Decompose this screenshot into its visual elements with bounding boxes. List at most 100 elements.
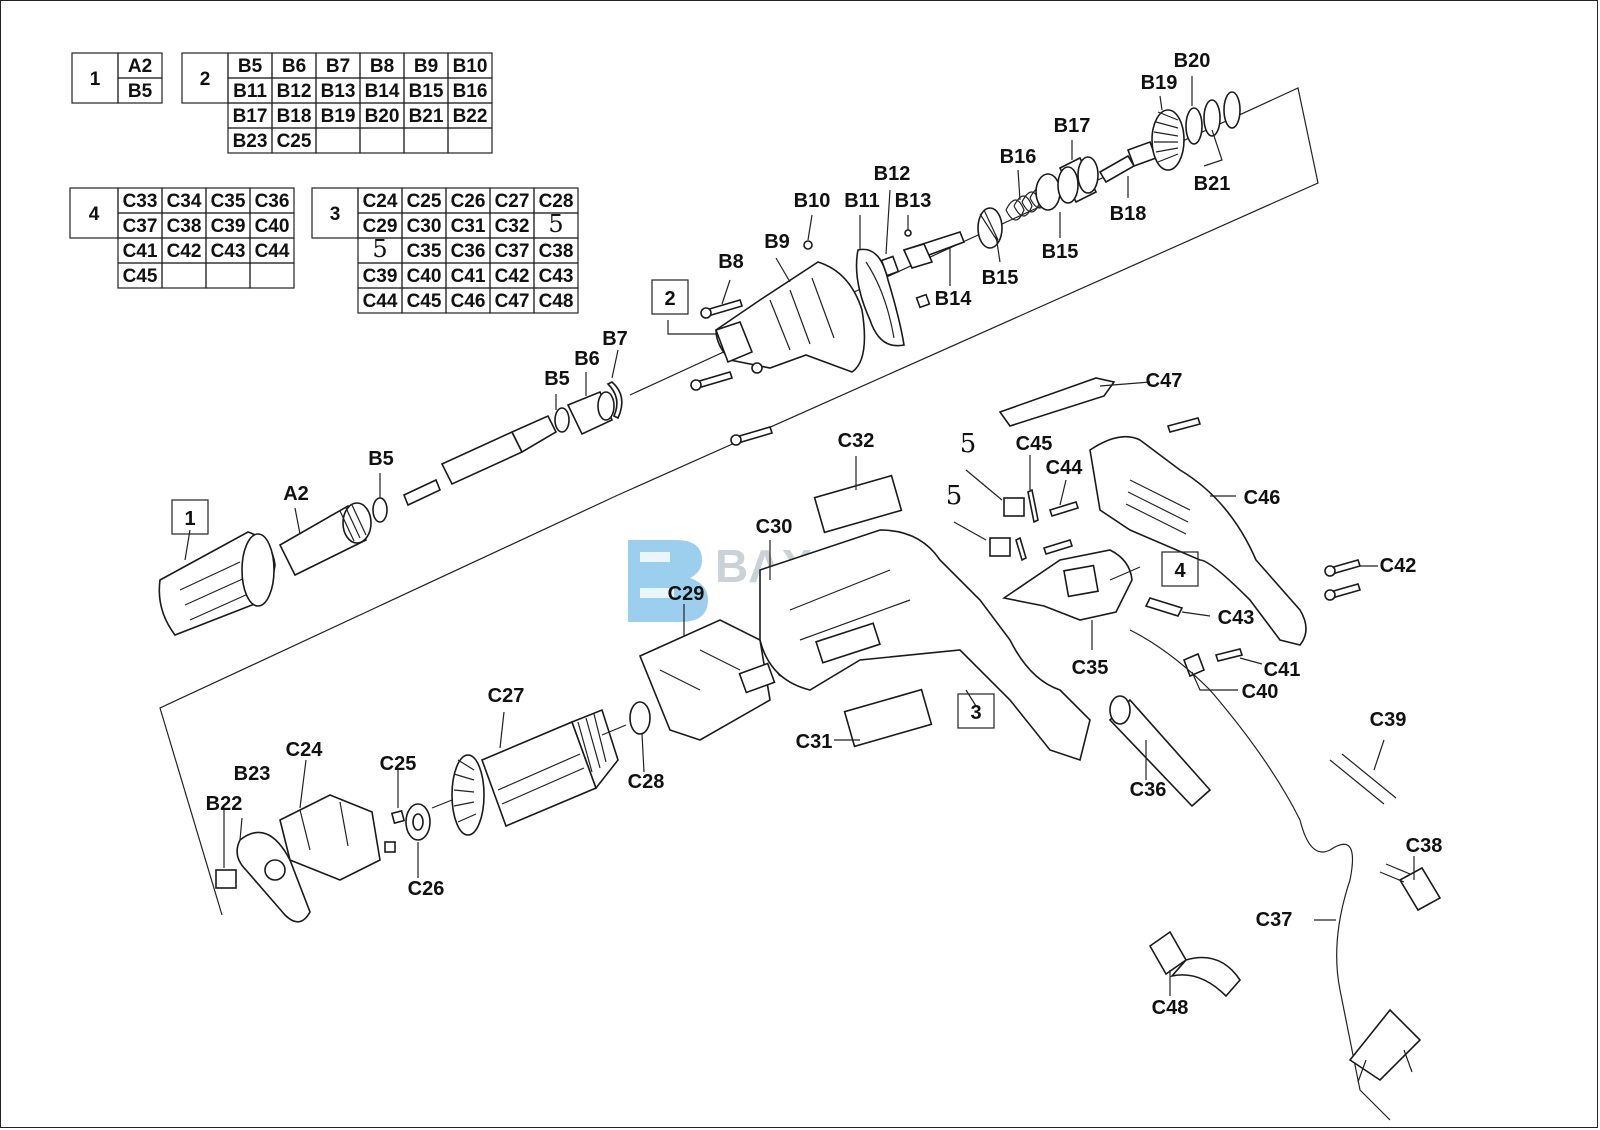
group-box-3: 3 xyxy=(957,693,995,729)
kit-table-cell: C45 xyxy=(407,291,442,312)
part-label: C31 xyxy=(796,731,833,753)
part-label: B11 xyxy=(844,190,880,212)
kit-table-cell: C41 xyxy=(123,241,158,262)
kit-table-cell: C29 xyxy=(363,216,398,237)
kit-table-cell: C28 xyxy=(539,191,574,212)
part-label: C24 xyxy=(286,739,324,761)
washer-b21-b xyxy=(1223,91,1241,129)
kit-table-cell: B6 xyxy=(282,56,306,77)
leader-lines xyxy=(184,76,1415,996)
part-label: B14 xyxy=(935,288,973,310)
part-label: B6 xyxy=(574,348,600,370)
capacitor-c38-part xyxy=(1379,863,1442,912)
watermark-logo-icon xyxy=(628,540,708,622)
part-label: B12 xyxy=(874,163,911,185)
part-label: C28 xyxy=(628,771,665,793)
kit-table-cell: B12 xyxy=(277,81,312,102)
kit-table-cell: B7 xyxy=(326,56,350,77)
part-label: B15 xyxy=(982,267,1019,289)
clutch-b15-lower xyxy=(977,207,1003,249)
kit-table-cell: B10 xyxy=(453,56,488,77)
bit-part xyxy=(402,478,442,507)
strain-relief-c40 xyxy=(1182,652,1206,678)
washer-b21-a xyxy=(1203,99,1221,137)
part-label: C40 xyxy=(1242,681,1279,703)
kit-table-cell: C31 xyxy=(451,216,486,237)
kit-table-cell: 5 xyxy=(372,235,387,263)
kit-table-cell: C33 xyxy=(123,191,158,212)
kit-table-id: 1 xyxy=(90,69,101,90)
kit-table-cell: C39 xyxy=(363,266,398,287)
gear-housing-b9-part xyxy=(714,261,866,374)
kit-table-cell: C30 xyxy=(407,216,442,237)
part-label: 5 xyxy=(960,429,977,459)
spring-b16 xyxy=(1005,187,1049,221)
screws-b8 xyxy=(690,299,774,446)
part-label: C38 xyxy=(1406,835,1443,857)
part-label: B16 xyxy=(1000,146,1037,168)
part-label: C36 xyxy=(1130,779,1167,801)
part-label: B22 xyxy=(206,793,243,815)
part-label: B5 xyxy=(368,448,394,470)
part-label: C48 xyxy=(1152,997,1189,1019)
brush-c25-b xyxy=(384,841,396,853)
end-plate-b22-part xyxy=(236,831,311,923)
circlip-b7 xyxy=(606,381,623,420)
part-label: C44 xyxy=(1046,457,1084,479)
part-label: B9 xyxy=(764,231,790,253)
kit-table-cell: B17 xyxy=(233,106,268,127)
kit-table-cell: B8 xyxy=(370,56,394,77)
kit-table-id: 3 xyxy=(330,204,341,225)
kit-table-cell: C35 xyxy=(407,241,442,262)
kit-table-cell: B13 xyxy=(321,81,356,102)
kit-table-cell: C38 xyxy=(539,241,574,262)
kit-table-cell: C26 xyxy=(451,191,486,212)
sleeve-b6-part xyxy=(566,390,615,436)
group-box-4: 4 xyxy=(1161,551,1199,587)
screw-c41 xyxy=(1214,648,1244,662)
kit-table-cell: C44 xyxy=(363,291,398,312)
part-label: C30 xyxy=(756,516,793,538)
nut-b10 xyxy=(803,240,813,250)
kit-table-cell: C47 xyxy=(495,291,530,312)
part-label: C41 xyxy=(1264,659,1301,681)
group-box-1: 1 xyxy=(171,499,209,535)
part-label: B18 xyxy=(1110,203,1147,225)
screw-c44 xyxy=(1048,501,1080,517)
brush-holder-c24-part xyxy=(279,794,381,881)
depth-locator-part xyxy=(278,502,372,577)
bearing-c28-part xyxy=(629,701,651,735)
part-label: C37 xyxy=(1256,909,1293,931)
part-label: B19 xyxy=(1141,72,1178,94)
kit-table-cell: C35 xyxy=(211,191,246,212)
handle-half-c46-part xyxy=(1089,435,1307,646)
field-stator-c29-part xyxy=(638,619,787,741)
screw-handle xyxy=(1166,417,1202,433)
gear-b19-part xyxy=(1151,109,1185,171)
screws-c42 xyxy=(1324,559,1362,601)
nose-cone-part xyxy=(158,531,276,636)
part-label: C29 xyxy=(668,583,705,605)
kit-table-cell: B16 xyxy=(453,81,488,102)
part-label: B10 xyxy=(794,190,831,212)
washer-b20 xyxy=(1185,107,1203,145)
part-label: B23 xyxy=(234,763,271,785)
kit-table-cell: A2 xyxy=(128,56,152,77)
part-label: 5 xyxy=(946,481,963,511)
part-label: B8 xyxy=(718,251,744,273)
kit-table-cell: C38 xyxy=(167,216,202,237)
part-label: C32 xyxy=(838,430,875,452)
switch-cover-c47-part xyxy=(998,377,1116,427)
kit-table-cell: C32 xyxy=(495,216,530,237)
kit-table-cell: C42 xyxy=(495,266,530,287)
o-ring-b5-front xyxy=(372,497,388,523)
bearing-c26-part xyxy=(405,803,431,841)
part-label: B7 xyxy=(602,328,628,350)
armature-c27-part xyxy=(431,708,627,836)
kit-table-cell: C25 xyxy=(277,131,312,152)
